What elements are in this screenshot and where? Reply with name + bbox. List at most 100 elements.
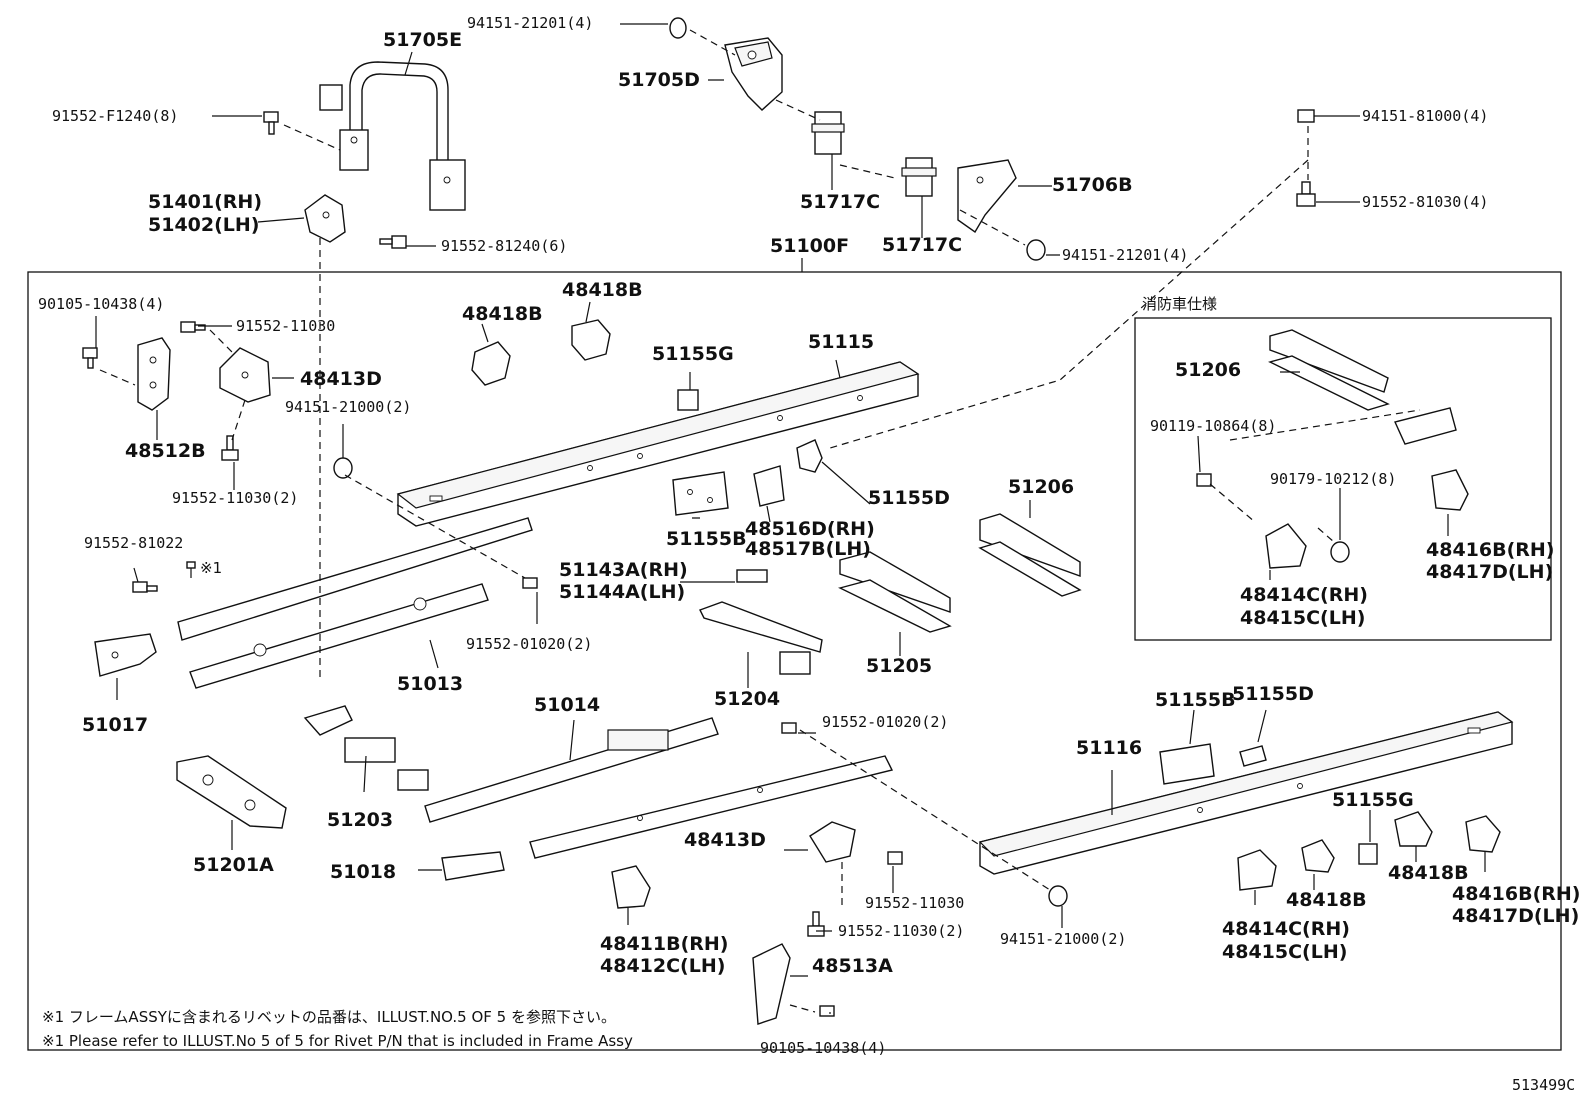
plate-51155b-top-part (672, 471, 729, 516)
bracket-51705d-part (724, 37, 783, 111)
nut-90179-10212 (1330, 541, 1350, 563)
label-48413D-bot: 48413D (684, 829, 766, 851)
bolt-90105-10438-top (82, 347, 98, 369)
label-48414C-fire: 48414C(RH) (1240, 584, 1368, 606)
nut-94151-81000 (1297, 109, 1315, 123)
label-91552-81022: 91552-81022 (84, 534, 183, 552)
plate-51155b-bot-part (1159, 743, 1215, 785)
label-51203: 51203 (327, 809, 393, 831)
label-51705D: 51705D (618, 69, 700, 91)
label-51017: 51017 (82, 714, 148, 736)
frame-assy-boundary (27, 271, 1562, 1051)
crossmember-51205-part (838, 551, 952, 633)
label-51014: 51014 (534, 694, 600, 716)
label-48516D: 48516D(RH) (745, 518, 875, 540)
bracket-51706b-part (957, 159, 1017, 234)
bolt-90119-10864 (1196, 473, 1212, 487)
label-90119-10864: 90119-10864(8) (1150, 417, 1276, 435)
label-90105-10438-top: 90105-10438(4) (38, 295, 164, 313)
clamp-51717c-a-part (811, 111, 845, 155)
label-51204: 51204 (714, 688, 780, 710)
rail-fire-part (1394, 407, 1457, 445)
label-51143A: 51143A(RH) (559, 559, 688, 581)
label-51717C-b: 51717C (882, 234, 962, 256)
label-94151-21201-top: 94151-21201(4) (467, 14, 593, 32)
bracket-51018-part (441, 851, 505, 881)
label-51155B-top: 51155B (666, 528, 747, 550)
label-90179-10212: 90179-10212(8) (1270, 470, 1396, 488)
bolt-91552-81240 (379, 235, 407, 249)
label-fire-engine-spec: 消防車仕様 (1142, 295, 1217, 313)
bracket-48416b-fire-part (1431, 469, 1469, 511)
label-94151-21000-bot: 94151-21000(2) (1000, 930, 1126, 948)
crossmember-51204-part (699, 601, 823, 675)
side-member-51014-part (424, 717, 719, 823)
note-japanese: ※1 フレームASSYに含まれるリベットの品番は、ILLUST.NO.5 OF … (42, 1008, 616, 1026)
bracket-51155d-bot-part (1239, 745, 1267, 767)
hoop-bracket-part (319, 61, 466, 211)
label-51402: 51402(LH) (148, 214, 259, 236)
label-48513A: 48513A (812, 955, 893, 977)
bolt-90105-10438-bot (819, 1005, 835, 1017)
label-51013: 51013 (397, 673, 463, 695)
label-48418B-b: 48418B (562, 279, 643, 301)
plate-48513a-part (752, 943, 791, 1025)
label-91552-01020-mid: 91552-01020(2) (822, 713, 948, 731)
shim-51155g-bot-part (1358, 843, 1378, 865)
rail-51115-part (396, 361, 920, 527)
label-94151-21201-mid: 94151-21201(4) (1062, 246, 1188, 264)
label-51206-main: 51206 (1008, 476, 1074, 498)
bracket-48418b-c-part (1301, 839, 1335, 873)
bracket-48411b-part (611, 865, 651, 909)
bracket-48416b-bot-part (1465, 815, 1501, 853)
label-51018: 51018 (330, 861, 396, 883)
bolt-91552-11030-2-top (221, 435, 239, 461)
label-rivet-marker: ※1 (200, 559, 222, 577)
bracket-51155d-top-part (796, 439, 823, 473)
label-51155G-top: 51155G (652, 343, 734, 365)
leader-lines (95, 23, 1486, 1014)
bracket-51017-part (94, 633, 157, 677)
clamp-51717c-b-part (901, 157, 937, 197)
label-91552-81240: 91552-81240(6) (441, 237, 567, 255)
crossmember-51206-fire-part (1268, 329, 1390, 411)
side-member-lower-part (529, 755, 894, 859)
rail-51116-part (978, 711, 1514, 875)
bracket-48418b-d-part (1394, 811, 1433, 847)
label-48413D-top: 48413D (300, 368, 382, 390)
bolt-91552-11030-2-bot (807, 911, 825, 937)
bolt-91552-81022 (132, 581, 158, 593)
label-91552-11030-2-bot: 91552-11030(2) (838, 922, 964, 940)
bracket-48414c-fire-part (1265, 523, 1307, 569)
label-51100F: 51100F (770, 235, 849, 257)
spacer-51143a-part (736, 569, 768, 583)
label-48417D-bot: 48417D(LH) (1452, 905, 1579, 927)
label-51706B: 51706B (1052, 174, 1133, 196)
label-91552-F1240: 91552-F1240(8) (52, 107, 178, 125)
label-90105-10438-bot: 90105-10438(4) (760, 1039, 886, 1057)
fire-engine-spec-box (1134, 317, 1552, 641)
label-48416B-bot: 48416B(RH) (1452, 883, 1580, 905)
nut-94151-21000-bot (1048, 885, 1068, 907)
label-48418B-c: 48418B (1286, 889, 1367, 911)
note-english: ※1 Please refer to ILLUST.No 5 of 5 for … (42, 1032, 633, 1050)
bolt-91552-11030-top (180, 321, 206, 333)
label-51205: 51205 (866, 655, 932, 677)
rivet-marker-shape (186, 561, 196, 578)
label-48414C-bot: 48414C(RH) (1222, 918, 1350, 940)
bracket-48413d-top-part (219, 347, 271, 403)
bracket-48516d-part (753, 465, 785, 507)
label-91552-11030-bot: 91552-11030 (865, 894, 964, 912)
label-51116: 51116 (1076, 737, 1142, 759)
nut-94151-21201-top (669, 17, 687, 39)
label-91552-01020-top: 91552-01020(2) (466, 635, 592, 653)
label-51705E: 51705E (383, 29, 462, 51)
bracket-48414c-bot-part (1237, 849, 1277, 891)
diagram-id: 513499C (1512, 1076, 1575, 1094)
bolt-91552-11030-bot (887, 851, 903, 865)
nut-94151-21000-top (333, 457, 353, 479)
label-48412C: 48412C(LH) (600, 955, 725, 977)
label-48512B: 48512B (125, 440, 206, 462)
label-48415C-fire: 48415C(LH) (1240, 607, 1365, 629)
